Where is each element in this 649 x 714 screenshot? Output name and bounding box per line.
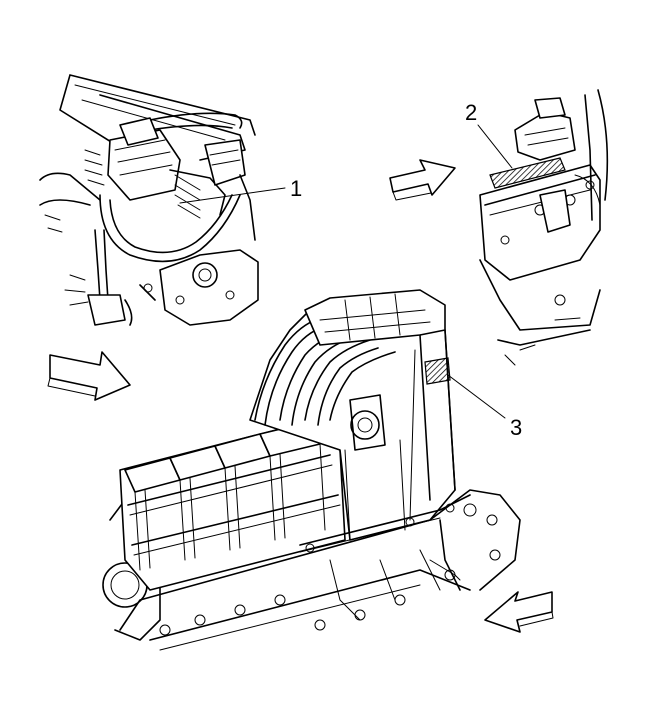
main-manifold-view: 3 — [102, 289, 522, 651]
callout-3-label: 3 — [510, 415, 522, 440]
callout-1-label: 1 — [290, 176, 302, 201]
detail-view-top-left: 1 — [39, 74, 302, 326]
callout-2-label: 2 — [465, 100, 477, 125]
view-arrow-top — [389, 159, 456, 201]
detail-view-top-right: 2 — [465, 89, 609, 366]
view-arrow-bottom-right — [484, 591, 554, 633]
view-arrow-left — [47, 351, 131, 401]
